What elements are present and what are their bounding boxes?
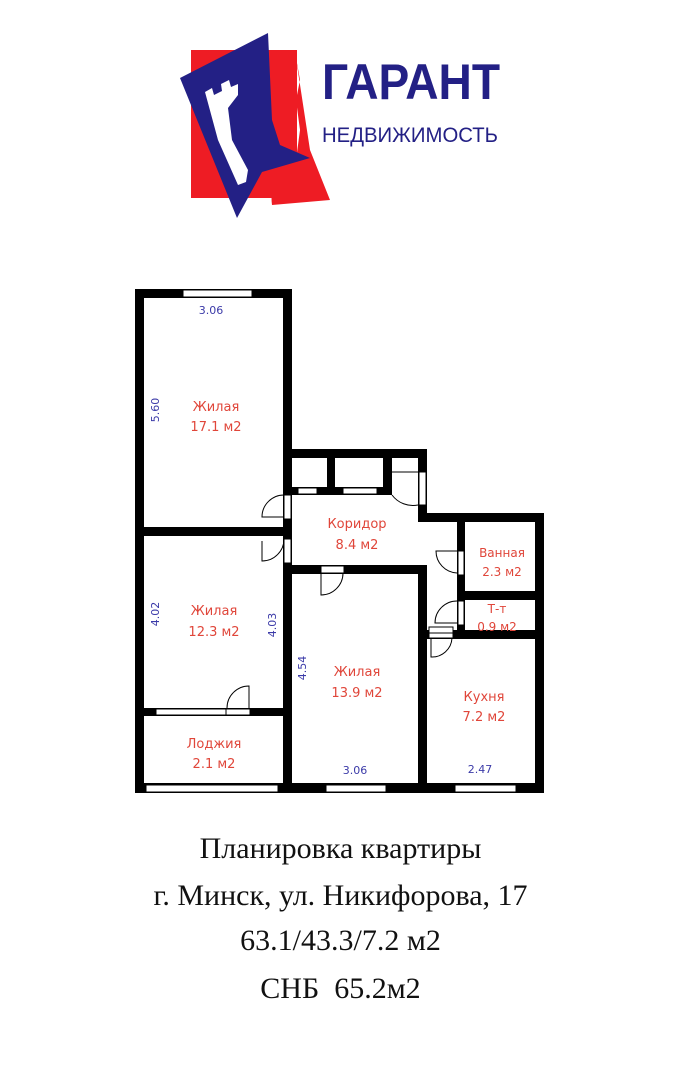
loggia-window bbox=[155, 708, 227, 716]
door-icon bbox=[261, 494, 285, 518]
room-area: 7.2 м2 bbox=[463, 710, 506, 725]
room-area: 8.4 м2 bbox=[336, 538, 379, 553]
room-area: 12.3 м2 bbox=[188, 625, 239, 640]
door-icon bbox=[320, 572, 344, 596]
door-icon bbox=[435, 550, 458, 574]
room-area: 17.1 м2 bbox=[190, 420, 241, 435]
rook-icon bbox=[205, 80, 248, 185]
door-icon bbox=[226, 685, 250, 709]
door-icon bbox=[261, 538, 285, 562]
room-name: Жилая bbox=[334, 665, 381, 680]
logo-subtitle: НЕДВИЖИМОСТЬ bbox=[322, 124, 498, 147]
room-area: 2.1 м2 bbox=[193, 757, 236, 772]
door-icon bbox=[434, 600, 458, 624]
dimension: 4.03 bbox=[266, 613, 279, 638]
room-name: Ванная bbox=[479, 546, 525, 560]
room-area: 2.3 м2 bbox=[482, 565, 522, 579]
room-name: Кухня bbox=[464, 690, 505, 705]
dimension-labels: 3.06 5.60 4.02 4.03 4.54 3.06 2.47 bbox=[149, 304, 492, 777]
dimension: 5.60 bbox=[149, 398, 162, 423]
caption-address: г. Минск, ул. Никифорова, 17 bbox=[153, 879, 528, 912]
window bbox=[454, 784, 517, 793]
room-area: 13.9 м2 bbox=[331, 686, 382, 701]
dimension: 3.06 bbox=[343, 764, 368, 777]
room-area: 0.9 м2 bbox=[477, 620, 517, 634]
door-icon bbox=[391, 471, 419, 506]
room-labels: Жилая 17.1 м2 Коридор 8.4 м2 Ванная 2.3 … bbox=[187, 400, 525, 772]
logo-book-page bbox=[271, 52, 330, 205]
dimension: 2.47 bbox=[468, 763, 493, 776]
room-name: Лоджия bbox=[187, 737, 242, 752]
door-icon bbox=[430, 637, 453, 658]
logo-title: ГАРАНТ bbox=[322, 54, 500, 110]
caption-snb: СНБ 65.2м2 bbox=[260, 972, 421, 1005]
dimension: 3.06 bbox=[199, 304, 224, 317]
window bbox=[325, 784, 387, 793]
dimension: 4.02 bbox=[149, 602, 162, 627]
room-name: Т-т bbox=[487, 602, 507, 616]
dimension: 4.54 bbox=[296, 656, 309, 681]
room-name: Жилая bbox=[193, 400, 240, 415]
logo-blue-shape bbox=[180, 33, 310, 218]
caption-title: Планировка квартиры bbox=[199, 832, 482, 865]
room-name: Жилая bbox=[191, 604, 238, 619]
room-name: Коридор bbox=[327, 517, 386, 532]
window bbox=[145, 784, 279, 793]
loggia-door-frame bbox=[225, 708, 251, 716]
logo: ГАРАНТ НЕДВИЖИМОСТЬ bbox=[180, 33, 500, 218]
windows bbox=[145, 289, 517, 793]
window bbox=[182, 289, 253, 298]
door-swings bbox=[226, 471, 458, 709]
caption-areas: 63.1/43.3/7.2 м2 bbox=[240, 924, 441, 957]
